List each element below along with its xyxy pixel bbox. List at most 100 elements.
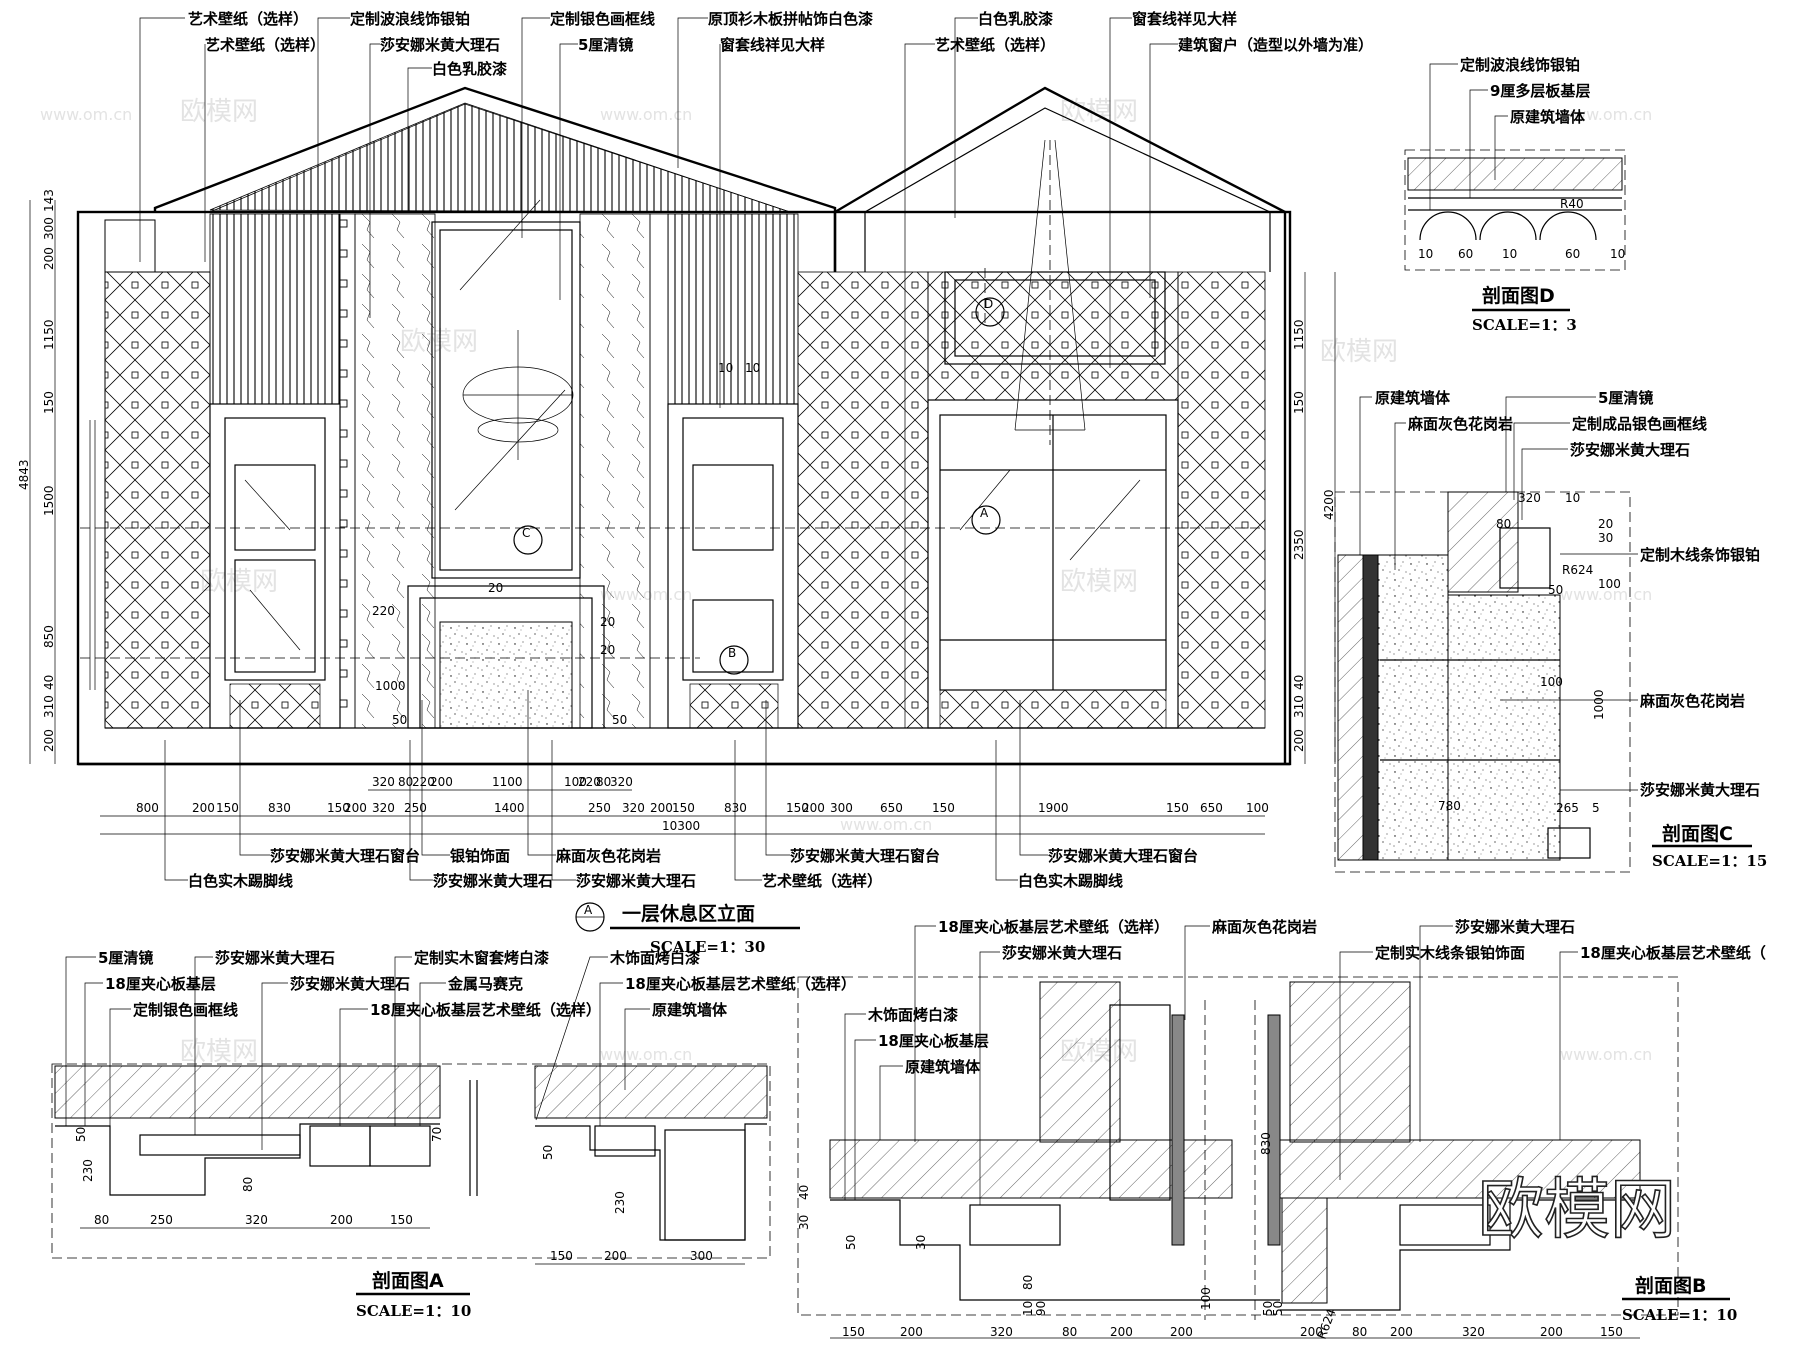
svg-text:莎安娜米黄大理石: 莎安娜米黄大理石 bbox=[290, 975, 410, 993]
svg-text:80: 80 bbox=[596, 775, 611, 789]
svg-text:150: 150 bbox=[327, 801, 350, 815]
svg-text:40: 40 bbox=[42, 675, 56, 690]
svg-text:80: 80 bbox=[94, 1213, 109, 1227]
svg-text:265: 265 bbox=[1556, 801, 1579, 815]
callout-text: 艺术壁纸（选样） bbox=[205, 36, 325, 54]
title-marker: A bbox=[584, 903, 593, 917]
svg-text:250: 250 bbox=[404, 801, 427, 815]
svg-text:5厘清镜: 5厘清镜 bbox=[98, 949, 153, 967]
svg-text:莎安娜米黄大理石: 莎安娜米黄大理石 bbox=[1640, 781, 1760, 799]
svg-text:麻面灰色花岗岩: 麻面灰色花岗岩 bbox=[1639, 692, 1745, 710]
svg-text:830: 830 bbox=[1259, 1132, 1273, 1155]
callout-text: 白色乳胶漆 bbox=[432, 60, 507, 78]
svg-text:310: 310 bbox=[1292, 695, 1306, 718]
svg-text:5厘清镜: 5厘清镜 bbox=[1598, 389, 1653, 407]
svg-text:90: 90 bbox=[1034, 1301, 1048, 1316]
marker-d: D bbox=[984, 297, 993, 311]
svg-text:230: 230 bbox=[613, 1191, 627, 1214]
section-b: 18厘夹心板基层艺术壁纸（选样） 麻面灰色花岗岩 莎安娜米黄大理石 莎安娜米黄大… bbox=[797, 918, 1766, 1341]
callout-text: 定制银色画框线 bbox=[550, 10, 655, 28]
svg-text:200: 200 bbox=[650, 801, 673, 815]
svg-text:定制波浪线饰银铂: 定制波浪线饰银铂 bbox=[1460, 56, 1580, 74]
marker-a: A bbox=[980, 506, 989, 520]
svg-text:莎安娜米黄大理石: 莎安娜米黄大理石 bbox=[1002, 944, 1122, 962]
svg-text:200: 200 bbox=[604, 1249, 627, 1263]
watermark-url: www.om.cn bbox=[600, 105, 692, 124]
svg-text:850: 850 bbox=[42, 625, 56, 648]
watermark-logo: 欧模网 bbox=[180, 97, 258, 127]
svg-text:10: 10 bbox=[1021, 1301, 1035, 1316]
elevation-bottom-callouts: 莎安娜米黄大理石窗台 银铂饰面 麻面灰色花岗岩 莎安娜米黄大理石窗台 莎安娜米黄… bbox=[164, 690, 1198, 890]
svg-text:定制实木窗套烤白漆: 定制实木窗套烤白漆 bbox=[414, 949, 549, 967]
svg-text:250: 250 bbox=[588, 801, 611, 815]
section-d: 定制波浪线饰银铂 9厘多层板基层 原建筑墙体 10 60 10 60 10 R4… bbox=[1404, 56, 1626, 334]
svg-text:80: 80 bbox=[241, 1177, 255, 1192]
svg-text:60: 60 bbox=[1565, 247, 1580, 261]
callout-text: 白色乳胶漆 bbox=[978, 10, 1053, 28]
svg-text:200: 200 bbox=[1110, 1325, 1133, 1339]
svg-text:150: 150 bbox=[842, 1325, 865, 1339]
svg-text:320: 320 bbox=[1518, 491, 1541, 505]
svg-text:R624: R624 bbox=[1562, 563, 1593, 577]
elevation-bottom-dims: 320 80 220 200 1100 100 220 80 320 800 2… bbox=[100, 775, 1269, 835]
svg-text:10: 10 bbox=[1502, 247, 1517, 261]
svg-text:莎安娜米黄大理石窗台: 莎安娜米黄大理石窗台 bbox=[790, 847, 940, 865]
svg-text:80: 80 bbox=[1062, 1325, 1077, 1339]
svg-text:150: 150 bbox=[932, 801, 955, 815]
svg-text:80: 80 bbox=[1496, 517, 1511, 531]
svg-text:143: 143 bbox=[42, 189, 56, 212]
svg-text:麻面灰色花岗岩: 麻面灰色花岗岩 bbox=[555, 847, 661, 865]
svg-text:1000: 1000 bbox=[375, 679, 406, 693]
svg-text:50: 50 bbox=[1548, 583, 1563, 597]
svg-text:莎安娜米黄大理石: 莎安娜米黄大理石 bbox=[576, 872, 696, 890]
elevation-title-block: A 一层休息区立面 SCALE=1：30 bbox=[575, 902, 800, 956]
svg-text:200: 200 bbox=[42, 729, 56, 752]
svg-text:200: 200 bbox=[192, 801, 215, 815]
svg-text:200: 200 bbox=[1170, 1325, 1193, 1339]
callout-text: 窗套线祥见大样 bbox=[720, 36, 825, 54]
svg-text:30: 30 bbox=[914, 1235, 928, 1250]
callout-text: 定制波浪线饰银铂 bbox=[350, 10, 470, 28]
svg-text:10: 10 bbox=[1418, 247, 1433, 261]
watermark-url: www.om.cn bbox=[600, 1045, 692, 1064]
svg-text:莎安娜米黄大理石窗台: 莎安娜米黄大理石窗台 bbox=[1048, 847, 1198, 865]
svg-text:320: 320 bbox=[372, 775, 395, 789]
watermark-logo: 欧模网 bbox=[200, 567, 278, 597]
svg-text:150: 150 bbox=[1292, 391, 1306, 414]
svg-text:830: 830 bbox=[724, 801, 747, 815]
svg-text:麻面灰色花岗岩: 麻面灰色花岗岩 bbox=[1211, 918, 1317, 936]
svg-text:320: 320 bbox=[610, 775, 633, 789]
svg-text:800: 800 bbox=[136, 801, 159, 815]
svg-text:150: 150 bbox=[216, 801, 239, 815]
svg-text:50: 50 bbox=[1261, 1301, 1275, 1316]
svg-text:1150: 1150 bbox=[1292, 319, 1306, 350]
svg-text:定制木线条饰银铂: 定制木线条饰银铂 bbox=[1640, 546, 1760, 564]
svg-text:9厘多层板基层: 9厘多层板基层 bbox=[1490, 82, 1590, 100]
svg-text:40: 40 bbox=[1292, 675, 1306, 690]
svg-text:18厘夹心板基层: 18厘夹心板基层 bbox=[878, 1032, 989, 1050]
svg-text:780: 780 bbox=[1438, 799, 1461, 813]
svg-text:200: 200 bbox=[1300, 1325, 1323, 1339]
svg-text:1900: 1900 bbox=[1038, 801, 1069, 815]
marker-c: C bbox=[522, 526, 530, 540]
elevation-left-dims: 200 300 143 1150 150 1500 850 310 40 200… bbox=[17, 189, 56, 764]
svg-text:100: 100 bbox=[1540, 675, 1563, 689]
svg-text:R40: R40 bbox=[1560, 197, 1584, 211]
section-a-scale: SCALE=1：10 bbox=[356, 1302, 471, 1320]
svg-text:650: 650 bbox=[1200, 801, 1223, 815]
svg-text:莎安娜米黄大理石: 莎安娜米黄大理石 bbox=[1455, 918, 1575, 936]
section-a-title: 剖面图A bbox=[372, 1269, 444, 1292]
section-markers: D C A B bbox=[513, 297, 1005, 675]
svg-text:80: 80 bbox=[1352, 1325, 1367, 1339]
callout-text: 原顶衫木板拼帖饰白色漆 bbox=[708, 10, 873, 28]
watermark-url: www.om.cn bbox=[1560, 585, 1652, 604]
callout-text: 艺术壁纸（选样） bbox=[188, 10, 308, 28]
svg-text:150: 150 bbox=[786, 801, 809, 815]
svg-text:定制实木线条银铂饰面: 定制实木线条银铂饰面 bbox=[1375, 944, 1525, 962]
svg-text:18厘夹心板基层艺术壁纸（选样）: 18厘夹心板基层艺术壁纸（选样） bbox=[938, 918, 1169, 936]
svg-text:310: 310 bbox=[42, 695, 56, 718]
svg-text:10: 10 bbox=[1565, 491, 1580, 505]
svg-text:5: 5 bbox=[1592, 801, 1600, 815]
section-b-title: 剖面图B bbox=[1635, 1274, 1706, 1297]
svg-text:100: 100 bbox=[1199, 1287, 1213, 1310]
